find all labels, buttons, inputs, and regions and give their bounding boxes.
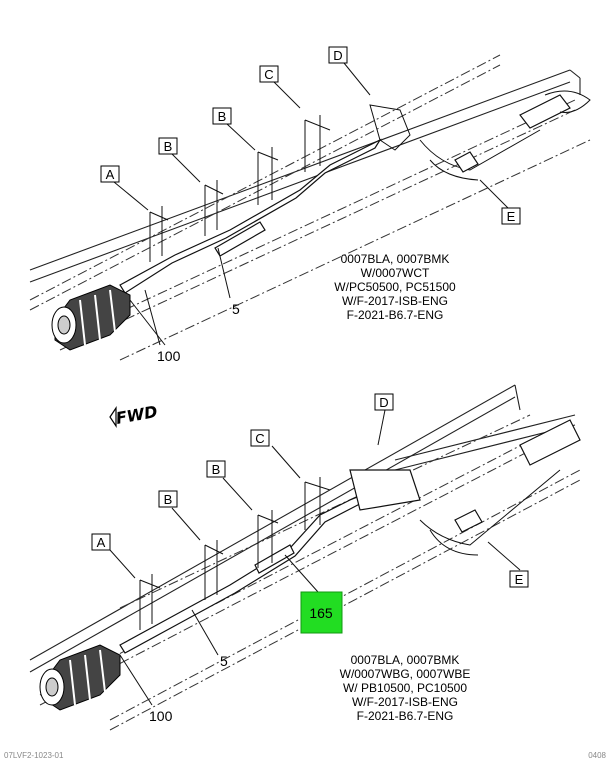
svg-text:C: C	[255, 431, 264, 446]
footer-left: 07LVF2-1023-01	[4, 751, 64, 760]
bottom-hangers	[139, 477, 331, 630]
svg-text:0007BLA, 0007BMK: 0007BLA, 0007BMK	[351, 653, 460, 667]
top-frame-rails	[29, 54, 591, 361]
fwd-arrow-icon	[109, 406, 117, 428]
svg-text:A: A	[106, 167, 115, 182]
top-callout-e[interactable]: E	[501, 207, 521, 225]
fwd-indicator: FWD	[109, 402, 159, 428]
footer-right: 0408	[588, 751, 606, 760]
svg-text:E: E	[515, 572, 524, 587]
svg-text:A: A	[97, 535, 106, 550]
top-part-100[interactable]: 100	[157, 348, 181, 364]
bottom-callout-a[interactable]: A	[91, 533, 111, 551]
bottom-leaders	[109, 409, 521, 706]
bottom-callout-e[interactable]: E	[509, 570, 529, 588]
top-note: 0007BLA, 0007BMK W/0007WCT W/PC50500, PC…	[334, 252, 456, 322]
svg-text:B: B	[164, 492, 173, 507]
svg-text:C: C	[264, 67, 273, 82]
svg-text:D: D	[379, 395, 388, 410]
top-aftertreatment-canister	[51, 284, 131, 351]
svg-text:W/PC50500, PC51500: W/PC50500, PC51500	[334, 280, 456, 294]
top-callout-a[interactable]: A	[100, 165, 120, 183]
bottom-callout-b2[interactable]: B	[206, 460, 226, 478]
svg-text:B: B	[164, 139, 173, 154]
svg-text:0007BLA, 0007BMK: 0007BLA, 0007BMK	[341, 252, 450, 266]
bottom-assembly: A B B C D E 5 100 165 0007BLA, 0007BMK	[29, 384, 581, 731]
top-callout-c[interactable]: C	[259, 65, 279, 83]
top-hangers	[149, 104, 411, 262]
svg-text:165: 165	[309, 605, 333, 621]
svg-text:W/F-2017-ISB-ENG: W/F-2017-ISB-ENG	[342, 294, 448, 308]
top-leaders	[113, 62, 509, 346]
svg-text:B: B	[212, 462, 221, 477]
svg-text:E: E	[507, 209, 516, 224]
bottom-part-100[interactable]: 100	[149, 708, 173, 724]
top-callout-b1[interactable]: B	[158, 137, 178, 155]
top-callout-d[interactable]: D	[328, 46, 348, 64]
svg-text:W/F-2017-ISB-ENG: W/F-2017-ISB-ENG	[352, 695, 458, 709]
svg-text:F-2021-B6.7-ENG: F-2021-B6.7-ENG	[357, 709, 454, 723]
svg-text:B: B	[218, 109, 227, 124]
bottom-part-5[interactable]: 5	[220, 653, 228, 669]
svg-text:W/0007WCT: W/0007WCT	[361, 266, 430, 280]
svg-text:D: D	[333, 48, 342, 63]
bottom-aftertreatment-canister	[39, 644, 121, 711]
bottom-exhaust-pipe	[119, 419, 581, 654]
fwd-label: FWD	[114, 402, 159, 428]
top-assembly: A B B C D E 5 100 0007BLA, 0007BMK W/000…	[29, 46, 591, 364]
bottom-callout-d[interactable]: D	[374, 393, 394, 411]
bottom-callout-c[interactable]: C	[250, 429, 270, 447]
svg-text:W/ PB10500, PC10500: W/ PB10500, PC10500	[343, 681, 467, 695]
top-part-5[interactable]: 5	[232, 301, 240, 317]
bottom-note: 0007BLA, 0007BMK W/0007WBG, 0007WBE W/ P…	[340, 653, 471, 723]
svg-text:W/0007WBG, 0007WBE: W/0007WBG, 0007WBE	[340, 667, 471, 681]
top-exhaust-pipe	[119, 90, 591, 294]
bottom-callout-b1[interactable]: B	[158, 490, 178, 508]
top-callout-b2[interactable]: B	[212, 107, 232, 125]
svg-text:F-2021-B6.7-ENG: F-2021-B6.7-ENG	[347, 308, 444, 322]
hotspot-165[interactable]: 165	[300, 591, 343, 634]
